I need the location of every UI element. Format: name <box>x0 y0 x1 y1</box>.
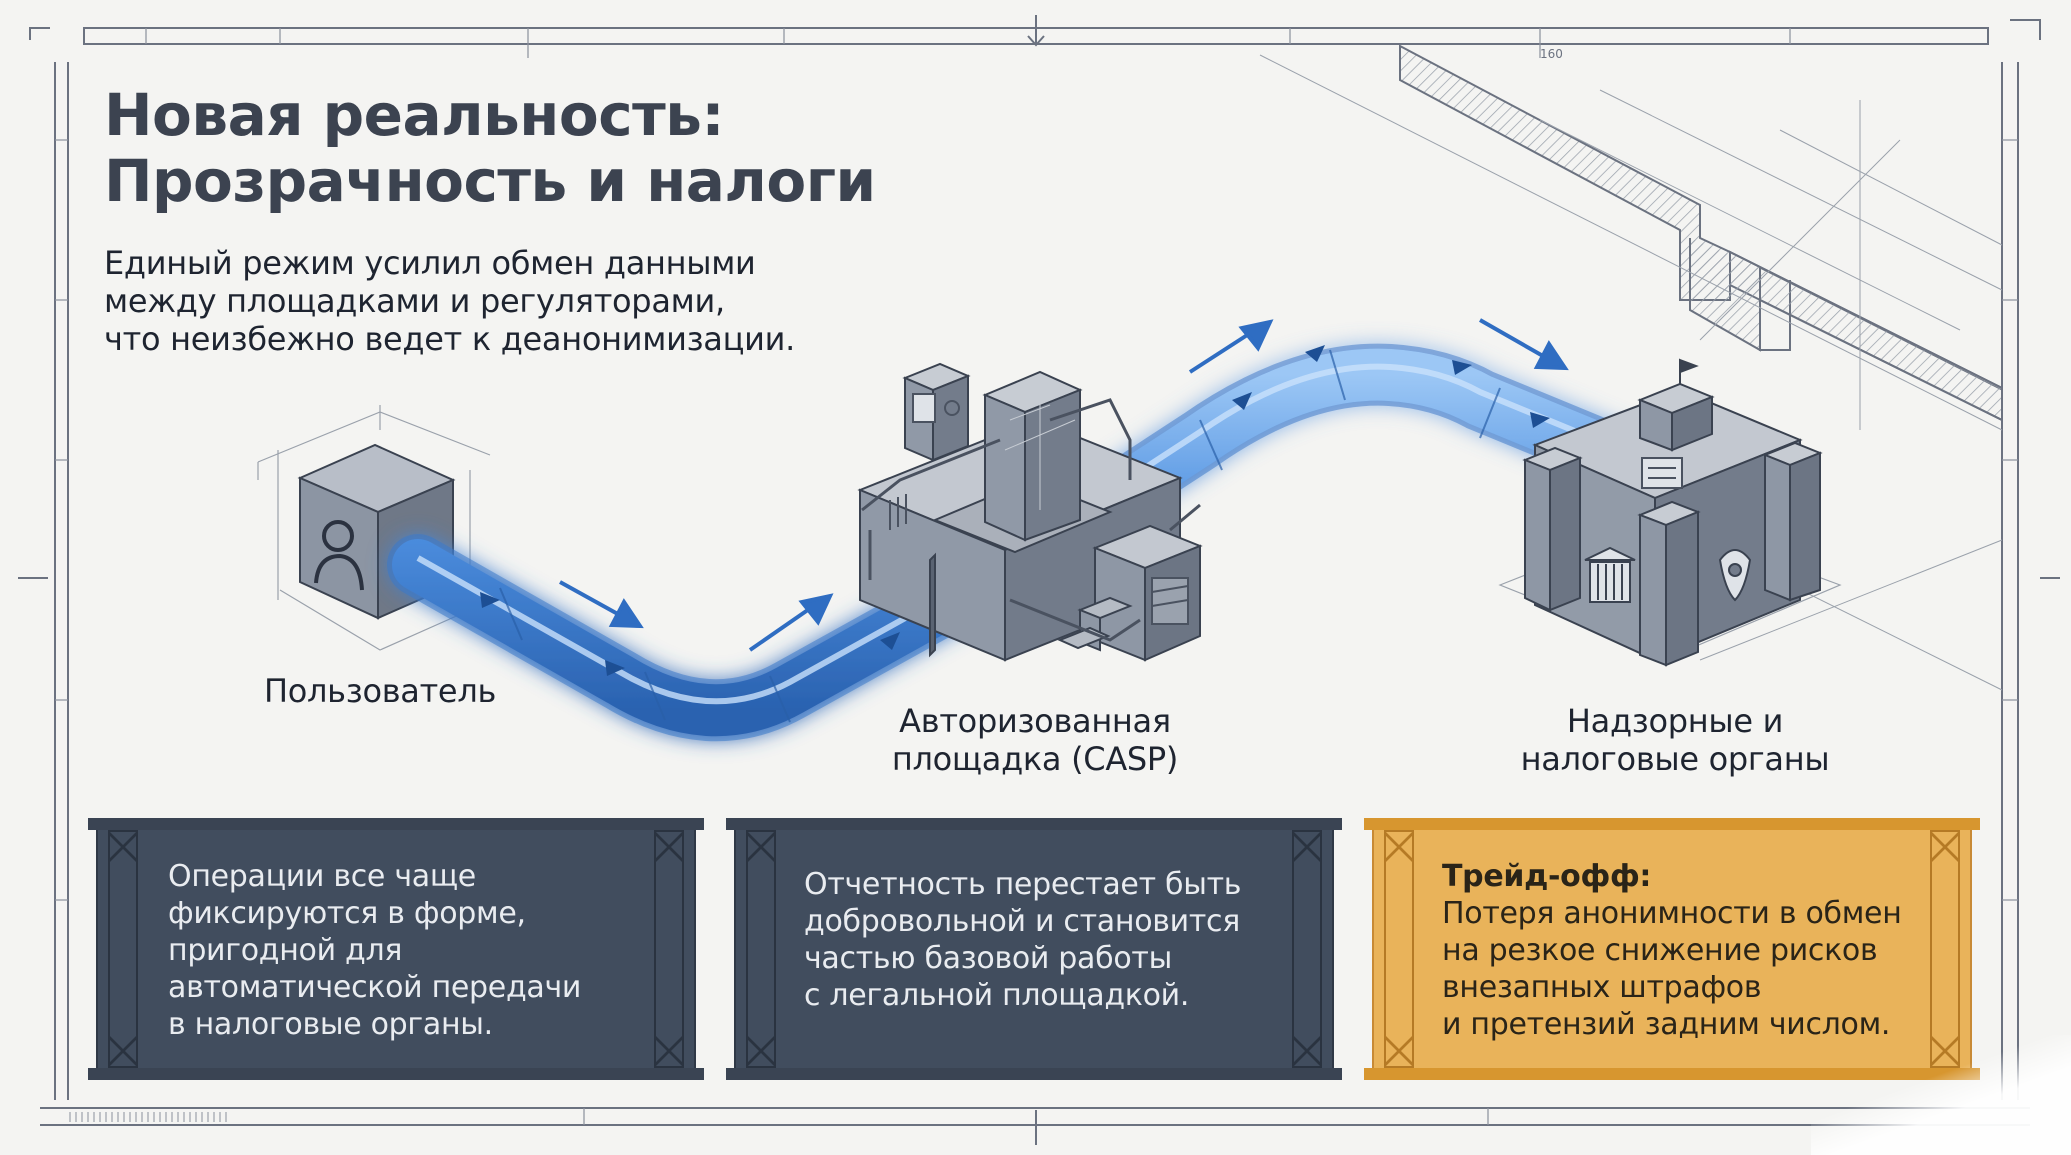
fortress-icon <box>1498 358 1842 667</box>
frame-lines <box>18 15 2060 1145</box>
casp-label-line-2: площадка (CASP) <box>891 740 1179 778</box>
dimension-label: 160 <box>1540 47 1563 61</box>
page-title: Новая реальность: Прозрачность и налоги <box>104 82 876 214</box>
flow-arrow-icon <box>559 318 1569 652</box>
authorities-label-line-2: налоговые органы <box>1520 740 1830 778</box>
page-subtitle: Единый режим усилил обмен данными между … <box>104 244 795 358</box>
card-text: Отчетность перестает быть добровольной и… <box>804 867 1242 1013</box>
subtitle-line-1: Единый режим усилил обмен данными <box>104 244 756 282</box>
corner-glint <box>1811 1035 2071 1155</box>
architectural-wall <box>1399 44 2003 422</box>
factory-icon <box>857 362 1203 662</box>
info-card-reporting: Отчетность перестает быть добровольной и… <box>726 818 1342 1080</box>
authorities-label-line-1: Надзорные и <box>1566 702 1784 740</box>
user-label: Пользователь <box>263 672 497 710</box>
casp-label-line-1: Авторизованная <box>899 702 1171 740</box>
card-text: Операции все чаще фиксируются в форме, п… <box>168 859 582 1042</box>
tradeoff-heading: Трейд-офф: <box>1442 859 1652 894</box>
ruler-ticks <box>69 1112 227 1122</box>
title-line-2: Прозрачность и налоги <box>104 147 876 215</box>
info-card-operations: Операции все чаще фиксируются в форме, п… <box>88 818 704 1080</box>
subtitle-line-2: между площадками и регуляторами, <box>104 282 725 320</box>
casp-label: Авторизованная площадка (CASP) <box>860 702 1210 778</box>
subtitle-line-3: что неизбежно ведет к деанонимизации. <box>104 320 795 358</box>
data-pipe <box>387 343 1681 742</box>
authorities-label: Надзорные и налоговые органы <box>1500 702 1850 778</box>
card-text: Трейд-офф: Потеря анонимности в обмен на… <box>1442 858 1908 1043</box>
title-line-1: Новая реальность: <box>104 81 725 149</box>
